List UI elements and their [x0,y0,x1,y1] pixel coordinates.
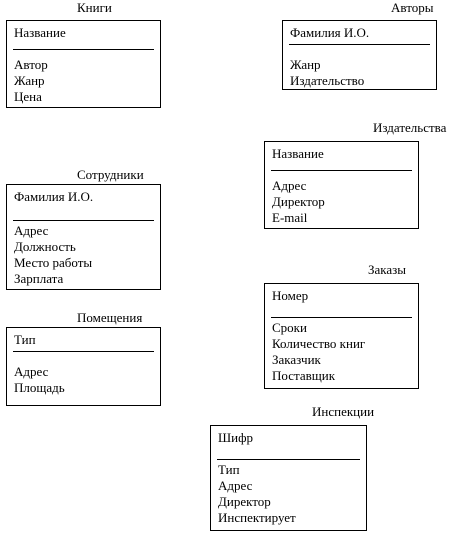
entity-attribute: Тип [218,462,240,477]
entity-key-authors: Фамилия И.О. [290,25,370,40]
entity-attribute: Поставщик [272,368,336,383]
entity-box-orders: Номер Сроки Количество книг Заказчик Пос… [264,283,419,389]
entity-attribute: Количество книг [272,336,366,351]
entity-key-rooms: Тип [14,332,36,347]
entity-attribute: Адрес [14,364,49,379]
entity-attribute: Сроки [272,320,307,335]
entity-title-rooms: Помещения [77,310,143,325]
entity-attribute: Место работы [14,255,93,270]
entity-divider [217,459,360,460]
entity-attribute: Автор [14,57,48,72]
entity-divider [13,220,154,221]
entity-divider [271,170,412,171]
entity-title-authors: Авторы [391,0,434,15]
entity-attribute: Директор [218,494,271,509]
entity-attribute: Жанр [14,73,45,88]
entity-attribute: Инспектирует [218,510,296,525]
entity-title-employees: Сотрудники [77,167,144,182]
entity-key-orders: Номер [272,288,309,303]
entity-attributes-publishers: Адрес Директор E-mail [272,178,325,226]
entity-divider [289,44,430,45]
entity-attribute: Адрес [218,478,253,493]
entity-divider [13,351,154,352]
entity-divider [13,49,154,50]
entity-box-employees: Фамилия И.О. Адрес Должность Место работ… [6,184,161,290]
entity-box-inspections: Шифр Тип Адрес Директор Инспектирует [210,425,367,531]
entity-title-books: Книги [77,0,112,15]
entity-box-rooms: Тип Адрес Площадь [6,327,161,406]
entity-attribute: Директор [272,194,325,209]
entity-title-inspections: Инспекции [312,404,375,419]
entity-attribute: Адрес [272,178,307,193]
entity-attribute: Должность [14,239,76,254]
entity-key-employees: Фамилия И.О. [14,189,94,204]
entity-box-publishers: Название Адрес Директор E-mail [264,141,419,229]
entity-attributes-rooms: Адрес Площадь [14,364,65,396]
entity-attributes-orders: Сроки Количество книг Заказчик Поставщик [272,320,365,384]
entity-title-orders: Заказы [368,262,407,277]
entity-attributes-employees: Адрес Должность Место работы Зарплата [14,223,92,287]
entity-attribute: Площадь [14,380,65,395]
entity-title-publishers: Издательства [373,120,447,135]
entity-divider [271,317,412,318]
entity-attribute: Издательство [290,73,365,88]
entity-attribute: Цена [14,89,42,104]
entity-attribute: E-mail [272,210,308,225]
entity-box-books: Название Автор Жанр Цена [6,20,161,108]
entity-attribute: Жанр [290,57,321,72]
entity-attribute: Адрес [14,223,49,238]
entity-box-authors: Фамилия И.О. Жанр Издательство [282,20,437,90]
entity-attributes-inspections: Тип Адрес Директор Инспектирует [218,462,296,526]
entity-attributes-books: Автор Жанр Цена [14,57,48,105]
entity-attribute: Заказчик [272,352,321,367]
entity-key-inspections: Шифр [218,430,253,445]
entity-key-publishers: Название [272,146,324,161]
entity-attribute: Зарплата [14,271,64,286]
entity-key-books: Название [14,25,66,40]
entity-attributes-authors: Жанр Издательство [290,57,364,89]
